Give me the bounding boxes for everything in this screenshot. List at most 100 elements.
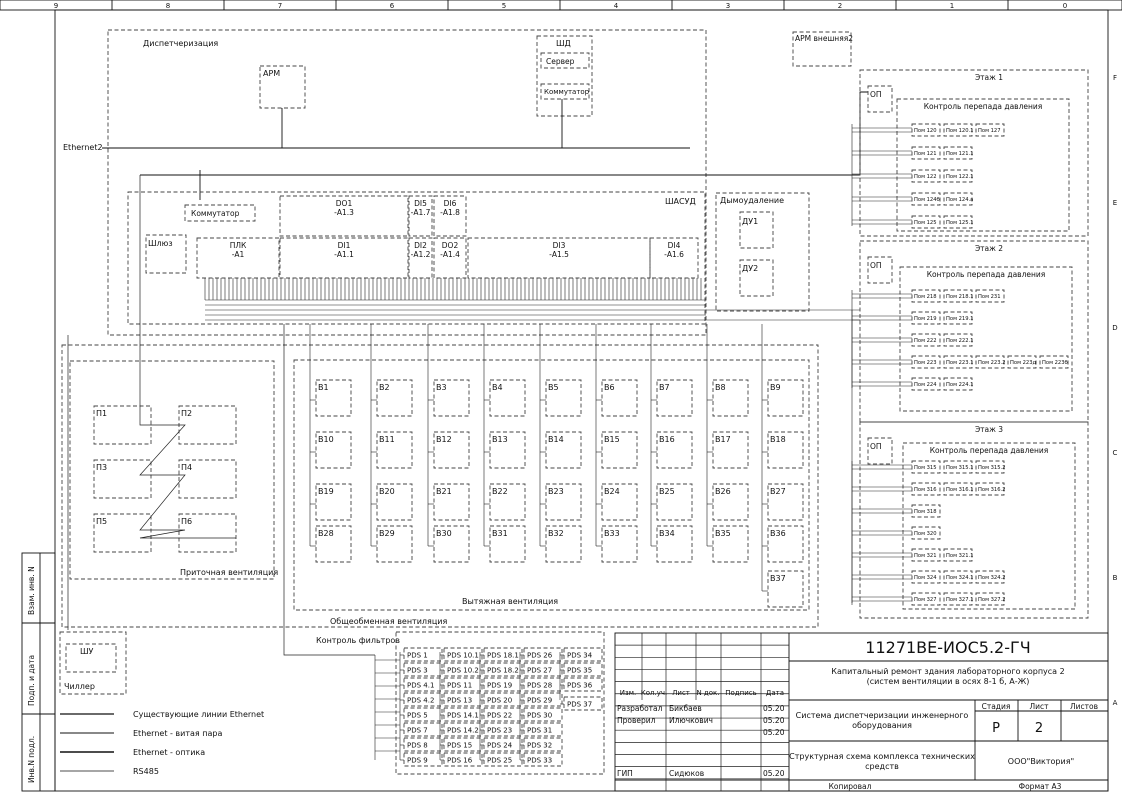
- module-do1[interactable]: DO1-А1.3: [279, 195, 409, 237]
- exhaust-unit[interactable]: [656, 431, 693, 469]
- room-sensor[interactable]: [911, 355, 941, 369]
- room-sensor[interactable]: [943, 460, 973, 474]
- room-sensor[interactable]: [911, 504, 941, 518]
- module-do2[interactable]: DO2-А1.4: [433, 237, 467, 279]
- room-sensor[interactable]: [943, 482, 973, 496]
- shasud-switch-box[interactable]: [184, 204, 256, 222]
- module-di3[interactable]: DI3-А1.5: [467, 237, 651, 279]
- room-sensor[interactable]: [911, 482, 941, 496]
- room-sensor[interactable]: [943, 570, 973, 584]
- exhaust-unit[interactable]: [433, 483, 470, 521]
- room-sensor[interactable]: [943, 289, 973, 303]
- exhaust-unit[interactable]: [315, 483, 352, 521]
- exhaust-unit[interactable]: [489, 483, 526, 521]
- room-sensor[interactable]: [975, 482, 1005, 496]
- exhaust-unit[interactable]: [376, 483, 413, 521]
- exhaust-unit[interactable]: [545, 525, 582, 563]
- shd-cabinet[interactable]: [536, 35, 593, 117]
- room-sensor[interactable]: [943, 592, 973, 606]
- exhaust-unit[interactable]: [767, 525, 804, 563]
- room-sensor[interactable]: [975, 570, 1005, 584]
- room-sensor[interactable]: [975, 123, 1005, 137]
- exhaust-unit[interactable]: [315, 525, 352, 563]
- room-sensor[interactable]: [943, 377, 973, 391]
- module-di2[interactable]: DI2-А1.2: [408, 237, 433, 279]
- exhaust-unit[interactable]: [712, 431, 749, 469]
- exhaust-unit[interactable]: [315, 431, 352, 469]
- exhaust-unit[interactable]: [545, 483, 582, 521]
- gateway-box[interactable]: [145, 234, 187, 274]
- supply-unit[interactable]: [178, 459, 237, 499]
- module-di1[interactable]: DI1-А1.1: [279, 237, 409, 279]
- room-sensor[interactable]: [911, 460, 941, 474]
- exhaust-unit[interactable]: [656, 379, 693, 417]
- server-box[interactable]: [540, 52, 590, 69]
- room-sensor[interactable]: [943, 215, 973, 229]
- room-sensor[interactable]: [911, 377, 941, 391]
- exhaust-unit[interactable]: [315, 379, 352, 417]
- exhaust-unit[interactable]: [767, 431, 804, 469]
- exhaust-unit[interactable]: [489, 379, 526, 417]
- exhaust-unit[interactable]: [489, 431, 526, 469]
- exhaust-unit[interactable]: [767, 483, 804, 521]
- supply-unit[interactable]: [178, 513, 237, 553]
- room-sensor[interactable]: [943, 169, 973, 183]
- arm-box[interactable]: [259, 65, 306, 109]
- op-box[interactable]: [867, 437, 893, 465]
- exhaust-unit[interactable]: [545, 431, 582, 469]
- room-sensor[interactable]: [943, 192, 973, 206]
- room-sensor[interactable]: [943, 548, 973, 562]
- room-sensor[interactable]: [911, 192, 941, 206]
- op-box[interactable]: [867, 85, 893, 113]
- exhaust-unit[interactable]: [376, 525, 413, 563]
- exhaust-unit[interactable]: [656, 483, 693, 521]
- supply-unit[interactable]: [93, 405, 152, 445]
- du2-box[interactable]: [739, 259, 774, 297]
- room-sensor[interactable]: [911, 146, 941, 160]
- module-di6[interactable]: DI6-А1.8: [433, 195, 467, 237]
- room-sensor[interactable]: [911, 333, 941, 347]
- exhaust-unit[interactable]: [712, 379, 749, 417]
- exhaust-unit[interactable]: [767, 379, 804, 417]
- room-sensor[interactable]: [975, 289, 1005, 303]
- exhaust-unit[interactable]: [601, 379, 638, 417]
- exhaust-unit[interactable]: [433, 379, 470, 417]
- room-sensor[interactable]: [911, 548, 941, 562]
- module-di5[interactable]: DI5-А1.7: [408, 195, 433, 237]
- room-sensor[interactable]: [911, 570, 941, 584]
- exhaust-unit[interactable]: [376, 379, 413, 417]
- room-sensor[interactable]: [943, 146, 973, 160]
- room-sensor[interactable]: [911, 289, 941, 303]
- supply-unit[interactable]: [93, 459, 152, 499]
- exhaust-unit[interactable]: [601, 483, 638, 521]
- room-sensor[interactable]: [911, 311, 941, 325]
- exhaust-unit[interactable]: [433, 431, 470, 469]
- exhaust-unit[interactable]: [601, 525, 638, 563]
- room-sensor[interactable]: [911, 123, 941, 137]
- exhaust-unit[interactable]: [656, 525, 693, 563]
- room-sensor[interactable]: [943, 333, 973, 347]
- supply-unit[interactable]: [93, 513, 152, 553]
- room-sensor[interactable]: [975, 592, 1005, 606]
- room-sensor[interactable]: [943, 123, 973, 137]
- exhaust-unit[interactable]: [712, 483, 749, 521]
- module-di4[interactable]: DI4-А1.6: [649, 237, 699, 279]
- exhaust-unit[interactable]: [601, 431, 638, 469]
- op-box[interactable]: [867, 256, 893, 284]
- room-sensor[interactable]: [975, 460, 1005, 474]
- room-sensor[interactable]: [911, 215, 941, 229]
- exhaust-unit[interactable]: [376, 431, 413, 469]
- exhaust-unit[interactable]: [767, 570, 804, 608]
- room-sensor[interactable]: [911, 526, 941, 540]
- room-sensor[interactable]: [1007, 355, 1037, 369]
- exhaust-unit[interactable]: [712, 525, 749, 563]
- room-sensor[interactable]: [911, 592, 941, 606]
- room-sensor[interactable]: [911, 169, 941, 183]
- exhaust-unit[interactable]: [489, 525, 526, 563]
- arm-external-box[interactable]: [792, 31, 852, 67]
- exhaust-unit[interactable]: [433, 525, 470, 563]
- room-sensor[interactable]: [975, 355, 1005, 369]
- room-sensor[interactable]: [1039, 355, 1069, 369]
- module-плк[interactable]: ПЛК-А1: [196, 237, 280, 279]
- shd-switch-box[interactable]: [540, 83, 590, 100]
